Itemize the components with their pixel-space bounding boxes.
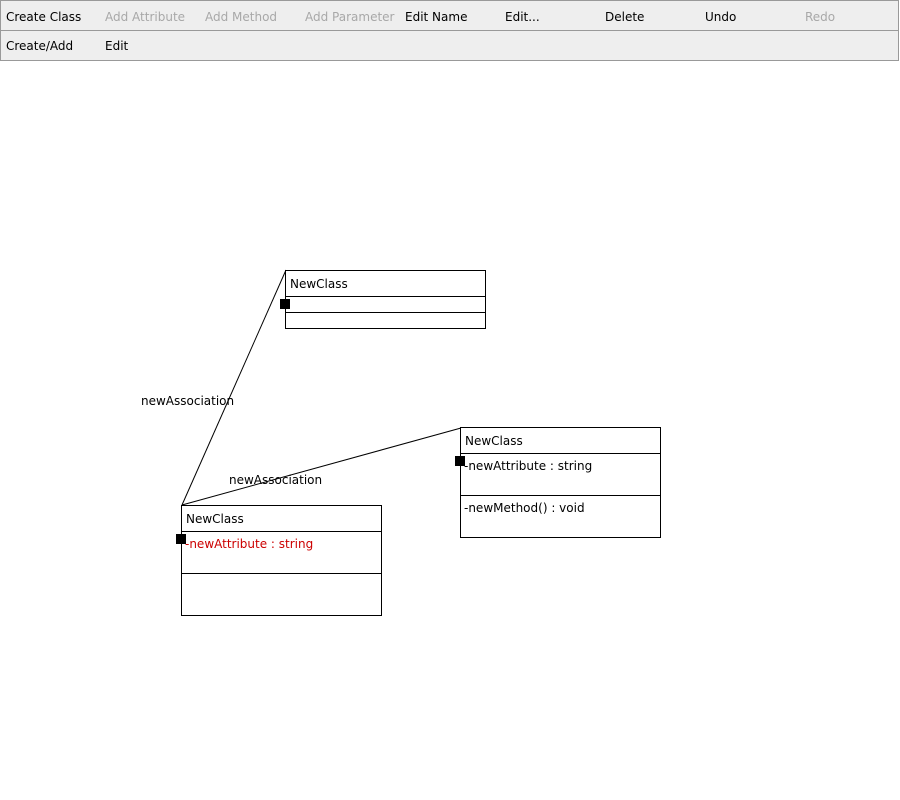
create-add-button[interactable]: Create/Add — [6, 39, 74, 53]
edit-name-button[interactable]: Edit Name — [405, 10, 468, 24]
attribute-row-selected[interactable]: -newAttribute : string — [185, 537, 314, 551]
redo-button[interactable]: Redo — [805, 10, 836, 24]
add-parameter-button[interactable]: Add Parameter — [305, 10, 395, 24]
class-name[interactable]: NewClass — [461, 428, 660, 454]
methods-compartment[interactable] — [182, 574, 381, 615]
selection-handle[interactable] — [176, 534, 186, 544]
uml-class-box[interactable]: NewClass — [280, 270, 486, 329]
attribute-row[interactable]: -newAttribute : string — [464, 459, 593, 473]
add-attribute-button[interactable]: Add Attribute — [105, 10, 186, 24]
selection-handle[interactable] — [455, 456, 465, 466]
selection-handle[interactable] — [280, 299, 290, 309]
attributes-compartment[interactable]: -newAttribute : string — [461, 454, 660, 496]
uml-class-box[interactable]: NewClass -newAttribute : string -newMeth… — [455, 427, 661, 538]
methods-compartment[interactable] — [286, 313, 485, 328]
add-method-button[interactable]: Add Method — [205, 10, 278, 24]
delete-button[interactable]: Delete — [605, 10, 645, 24]
method-row[interactable]: -newMethod() : void — [464, 501, 585, 515]
toolbar-bottom: Create/Add Edit — [0, 30, 899, 61]
diagram-canvas[interactable] — [0, 61, 900, 800]
create-class-button[interactable]: Create Class — [6, 10, 82, 24]
uml-class-box[interactable]: NewClass -newAttribute : string — [176, 505, 382, 616]
class-name[interactable]: NewClass — [182, 506, 381, 532]
edit-button[interactable]: Edit — [105, 39, 129, 53]
toolbar-top: Create Class Add Attribute Add Method Ad… — [0, 0, 899, 31]
association-label[interactable]: newAssociation — [229, 473, 323, 487]
methods-compartment[interactable]: -newMethod() : void — [461, 496, 660, 537]
undo-button[interactable]: Undo — [705, 10, 737, 24]
edit-dots-button[interactable]: Edit... — [505, 10, 540, 24]
attributes-compartment[interactable] — [286, 297, 485, 313]
association-label[interactable]: newAssociation — [141, 394, 235, 408]
attributes-compartment[interactable]: -newAttribute : string — [182, 532, 381, 574]
class-name[interactable]: NewClass — [286, 271, 485, 297]
